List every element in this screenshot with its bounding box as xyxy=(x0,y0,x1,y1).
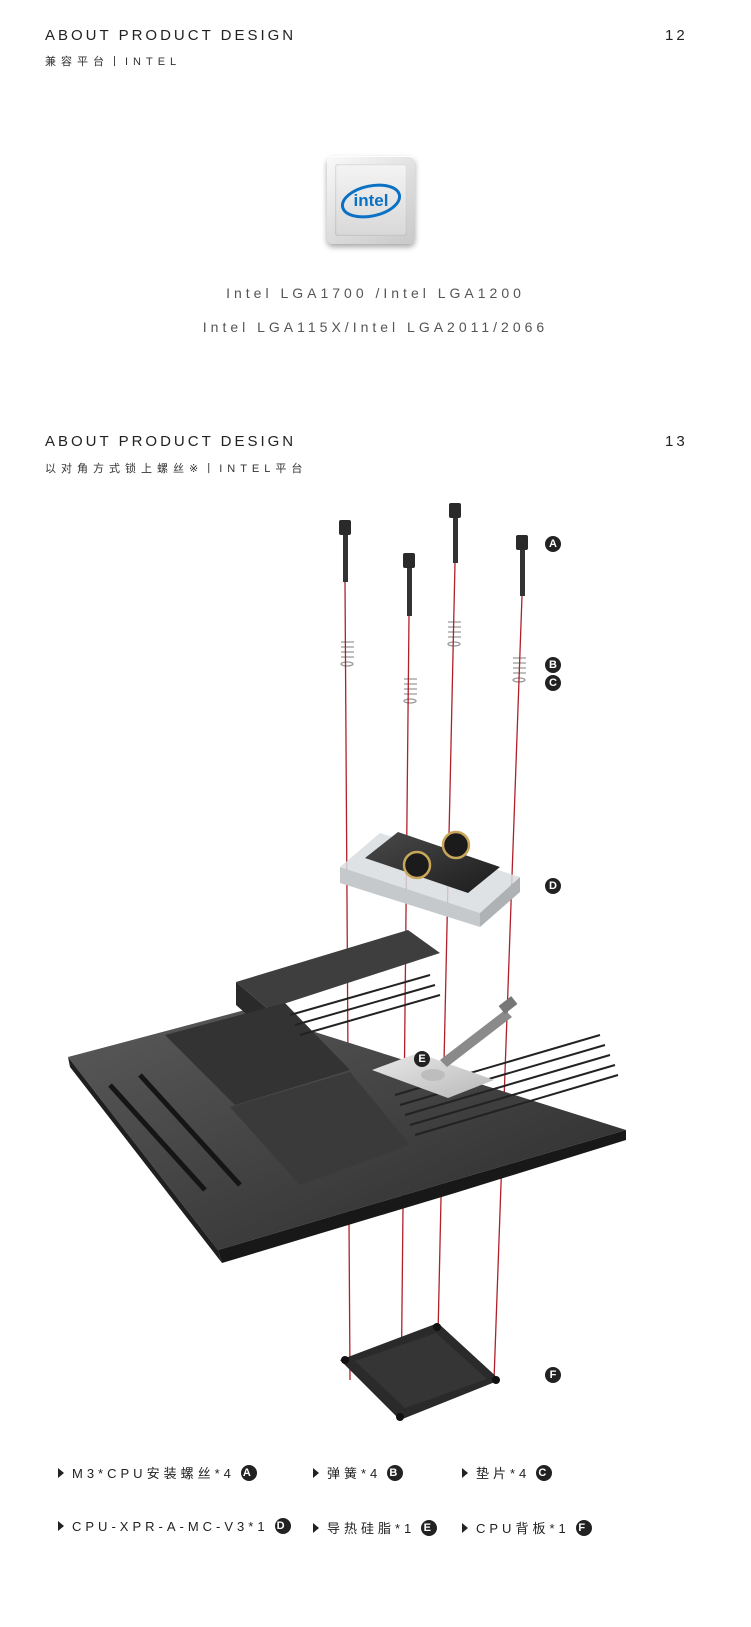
marker-b: B xyxy=(545,657,561,673)
legend-marker: D xyxy=(274,1518,291,1534)
page-number-13: 13 xyxy=(665,433,688,450)
arrow-icon xyxy=(462,1467,468,1478)
legend-label: 导热硅脂*1 xyxy=(327,1521,416,1536)
intel-logo-icon: intel xyxy=(340,183,402,219)
section1-title: ABOUT PRODUCT DESIGN xyxy=(45,27,297,44)
section2-subtitle: 以对角方式锁上螺丝※丨INTEL平台 xyxy=(45,463,308,475)
legend-item-washers: 垫片*4 C xyxy=(462,1463,553,1482)
section2-title: ABOUT PRODUCT DESIGN xyxy=(45,433,297,450)
legend-label: CPU-XPR-A-MC-V3*1 xyxy=(72,1518,269,1534)
socket-line-1: Intel LGA1700 /Intel LGA1200 xyxy=(226,285,525,301)
legend-item-screws: M3*CPU安装螺丝*4 A xyxy=(58,1463,257,1482)
legend-item-backplate: CPU背板*1 F xyxy=(462,1518,592,1537)
legend-item-springs: 弹簧*4 B xyxy=(313,1463,404,1482)
marker-d: D xyxy=(545,878,561,894)
screw-2 xyxy=(403,553,415,616)
arrow-icon xyxy=(462,1522,468,1533)
arrow-icon xyxy=(313,1467,319,1478)
springs-group xyxy=(340,621,526,704)
legend-item-thermal-paste: 导热硅脂*1 E xyxy=(313,1518,438,1537)
legend-marker: A xyxy=(240,1464,257,1481)
legend-marker: F xyxy=(575,1519,592,1536)
exploded-assembly-illustration xyxy=(68,503,626,1421)
legend-label: M3*CPU安装螺丝*4 xyxy=(72,1466,235,1481)
page-number-12: 12 xyxy=(665,27,688,44)
screws-group xyxy=(339,503,528,616)
arrow-icon xyxy=(313,1522,319,1533)
marker-f: F xyxy=(545,1367,561,1383)
legend-marker: C xyxy=(536,1464,553,1481)
arrow-icon xyxy=(58,1467,64,1478)
spring-2 xyxy=(403,678,417,704)
spring-1 xyxy=(340,641,354,667)
motherboard xyxy=(68,930,626,1263)
arrow-icon xyxy=(58,1521,64,1531)
water-block xyxy=(340,830,520,927)
intel-logo: intel xyxy=(327,156,415,244)
section1-subtitle: 兼容平台丨INTEL xyxy=(45,56,182,68)
legend-label: 垫片*4 xyxy=(476,1466,531,1481)
marker-a: A xyxy=(545,536,561,552)
legend-item-water-block: CPU-XPR-A-MC-V3*1 D xyxy=(58,1518,291,1534)
thermal-paste-syringe xyxy=(440,1010,512,1067)
marker-c: C xyxy=(545,675,561,691)
thermal-paste-dot xyxy=(421,1069,445,1081)
screw-1 xyxy=(339,520,351,582)
spring-3 xyxy=(447,621,461,647)
guide-lines xyxy=(344,562,523,1406)
socket-line-2: Intel LGA115X/Intel LGA2011/2066 xyxy=(202,319,549,335)
screw-4 xyxy=(516,535,528,596)
backplate xyxy=(340,1323,500,1421)
legend-marker: B xyxy=(387,1464,404,1481)
legend-label: CPU背板*1 xyxy=(476,1521,570,1536)
legend-label: 弹簧*4 xyxy=(327,1466,382,1481)
screw-3 xyxy=(449,503,461,563)
intel-logo-text: intel xyxy=(354,191,389,210)
legend-marker: E xyxy=(421,1519,438,1536)
marker-e: E xyxy=(414,1051,430,1067)
